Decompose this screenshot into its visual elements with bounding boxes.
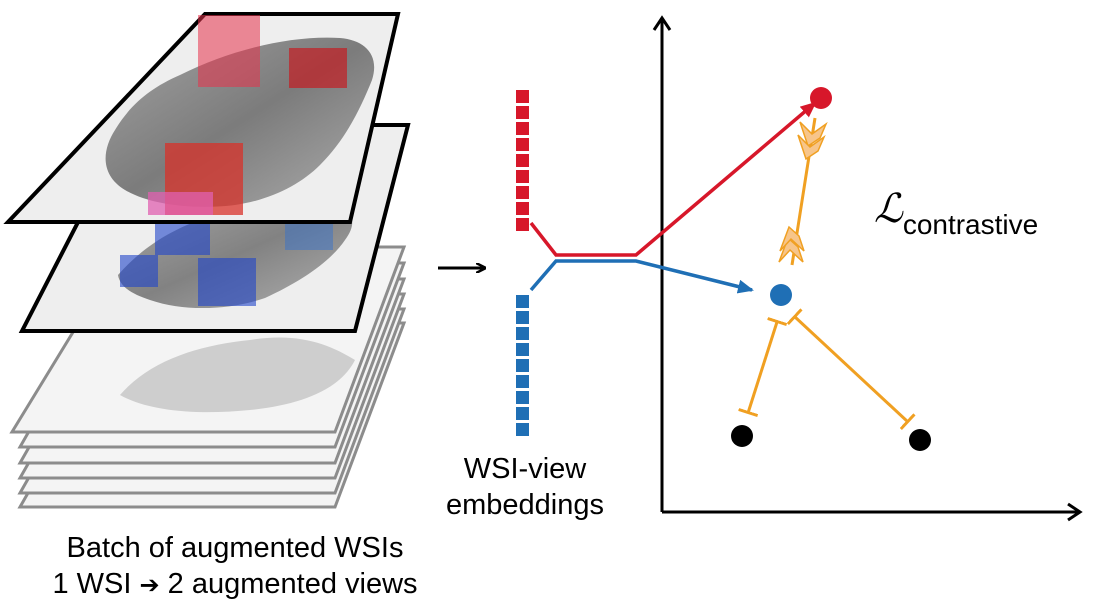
y-axis-arrowhead xyxy=(652,15,672,31)
view-b-embedding-point xyxy=(770,284,792,306)
embedding-cell xyxy=(516,170,529,183)
embedding-cell xyxy=(516,218,529,231)
x-axis-arrowhead xyxy=(1067,502,1083,522)
view-a-projection-path xyxy=(529,101,817,257)
tissue-section xyxy=(118,203,353,309)
embedding-cell xyxy=(516,202,529,215)
embedding-cell xyxy=(516,311,529,324)
attract-chevron-icon xyxy=(778,121,828,263)
batch-caption-wsi: 1 WSI xyxy=(52,568,132,600)
embedding-caption: WSI-view embeddings xyxy=(420,451,630,523)
embedding-space-axes xyxy=(652,15,1083,522)
right-arrow-icon: ➔ xyxy=(139,571,160,599)
view-a-patch xyxy=(198,15,260,87)
embedding-cell xyxy=(516,138,529,151)
embedding-cell xyxy=(516,106,529,119)
faded-tissue xyxy=(120,337,355,413)
embedding-cell xyxy=(516,407,529,420)
negative-repulsion-link xyxy=(786,308,916,431)
negative-repulsion-link xyxy=(738,317,788,417)
embedding-cell xyxy=(516,122,529,135)
embedding-caption-line2: embeddings xyxy=(446,489,604,521)
view-b-patch xyxy=(120,255,158,287)
loss-symbol: ℒ xyxy=(874,186,903,232)
view-a-patch xyxy=(289,48,347,88)
positive-pair-link xyxy=(778,117,828,266)
embedding-cell xyxy=(516,327,529,340)
embedding-cell xyxy=(516,186,529,199)
batch-caption: Batch of augmented WSIs 1 WSI ➔ 2 augmen… xyxy=(0,530,470,603)
embedding-cell xyxy=(516,295,529,308)
negative-embedding-point xyxy=(909,429,931,451)
batch-caption-line2: 1 WSI ➔ 2 augmented views xyxy=(0,566,470,603)
contrastive-loss-label: ℒcontrastive xyxy=(874,186,1038,240)
embedding-vector-b xyxy=(516,295,529,436)
view-b-projection-path xyxy=(529,259,754,294)
embedding-caption-line1: WSI-view xyxy=(463,453,587,485)
negative-embedding-point xyxy=(731,425,753,447)
view-a-embedding-point xyxy=(810,87,832,109)
batch-caption-views: 2 augmented views xyxy=(167,568,418,600)
embedding-cell xyxy=(516,90,529,103)
wsi-stack xyxy=(3,12,411,509)
embedding-cell xyxy=(516,359,529,372)
embedding-vector-a xyxy=(516,90,529,231)
embedding-cell xyxy=(516,375,529,388)
embedding-cell xyxy=(516,423,529,436)
view-a-patch xyxy=(148,192,213,215)
view-b-patch xyxy=(198,258,256,306)
batch-caption-line1: Batch of augmented WSIs xyxy=(66,532,404,564)
embedding-cell xyxy=(516,391,529,404)
embedding-cell xyxy=(516,343,529,356)
loss-subscript: contrastive xyxy=(902,209,1039,240)
wsi-view-a xyxy=(3,12,401,224)
embedding-cell xyxy=(516,154,529,167)
